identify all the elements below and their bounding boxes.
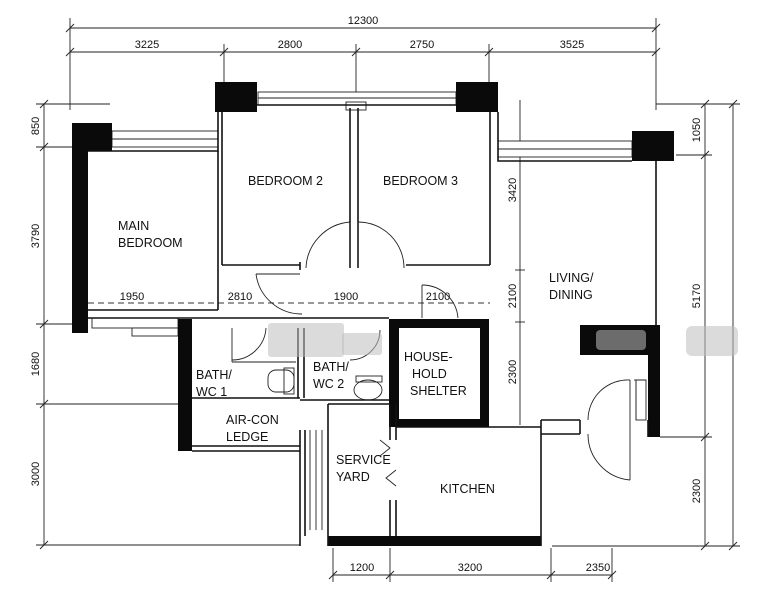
dim-left-2: 3790 bbox=[30, 224, 42, 248]
bottom-dimensions: 1200 3200 2350 bbox=[328, 548, 617, 582]
label-living-2: DINING bbox=[549, 288, 593, 302]
dim-top-2: 2800 bbox=[278, 39, 302, 51]
dim-int-2100b: 2100 bbox=[507, 284, 519, 308]
dim-int-2810: 2810 bbox=[228, 291, 252, 303]
label-aircon-2: LEDGE bbox=[226, 430, 268, 444]
fixtures bbox=[232, 361, 647, 421]
dim-bottom-2: 3200 bbox=[458, 562, 482, 574]
dim-top-3: 2750 bbox=[410, 39, 434, 51]
walls bbox=[72, 82, 674, 546]
label-shelter-1: HOUSE- bbox=[404, 350, 453, 364]
label-bedroom-2: BEDROOM 2 bbox=[248, 174, 323, 188]
dim-int-2100a: 2100 bbox=[426, 291, 450, 303]
dim-left-1: 850 bbox=[30, 117, 42, 135]
label-main-bedroom-1: MAIN bbox=[118, 219, 149, 233]
label-bath2-2: WC 2 bbox=[313, 377, 344, 391]
room-labels: MAIN BEDROOM BEDROOM 2 BEDROOM 3 LIVING/… bbox=[118, 174, 594, 496]
label-main-bedroom-2: BEDROOM bbox=[118, 236, 183, 250]
label-service-1: SERVICE bbox=[336, 453, 391, 467]
dim-bottom-3: 2350 bbox=[586, 562, 610, 574]
partitions bbox=[88, 104, 657, 546]
dim-bottom-1: 1200 bbox=[350, 562, 374, 574]
top-dimensions: 12300 3225 2800 2750 3525 bbox=[65, 15, 661, 110]
label-service-2: YARD bbox=[336, 470, 370, 484]
label-bedroom-3: BEDROOM 3 bbox=[383, 174, 458, 188]
label-living-1: LIVING/ bbox=[549, 271, 594, 285]
dim-int-1900: 1900 bbox=[334, 291, 358, 303]
label-shelter-3: SHELTER bbox=[410, 384, 467, 398]
dim-left-3: 1680 bbox=[30, 352, 42, 376]
interior-dimensions: 1950 2810 1900 2100 3420 2100 2300 bbox=[88, 100, 525, 425]
label-bath1-2: WC 1 bbox=[196, 385, 227, 399]
dim-left-4: 3000 bbox=[30, 462, 42, 486]
watermark bbox=[268, 323, 738, 357]
dim-int-2300: 2300 bbox=[507, 360, 519, 384]
dim-int-3420: 3420 bbox=[507, 178, 519, 202]
label-kitchen: KITCHEN bbox=[440, 482, 495, 496]
doors bbox=[231, 221, 637, 487]
label-shelter-2: HOLD bbox=[412, 367, 447, 381]
dim-top-4: 3525 bbox=[560, 39, 584, 51]
dim-total-width: 12300 bbox=[348, 15, 379, 27]
right-dimensions: 1050 5170 2300 bbox=[552, 99, 740, 551]
label-aircon-1: AIR-CON bbox=[226, 413, 279, 427]
label-bath2-1: BATH/ bbox=[313, 360, 349, 374]
dim-int-1950: 1950 bbox=[120, 291, 144, 303]
left-dimensions: 850 3790 1680 3000 bbox=[30, 99, 300, 550]
label-bath1-1: BATH/ bbox=[196, 368, 232, 382]
dim-right-2: 5170 bbox=[691, 284, 703, 308]
dim-right-3: 2300 bbox=[691, 479, 703, 503]
dim-right-1: 1050 bbox=[691, 118, 703, 142]
dim-top-1: 3225 bbox=[135, 39, 159, 51]
